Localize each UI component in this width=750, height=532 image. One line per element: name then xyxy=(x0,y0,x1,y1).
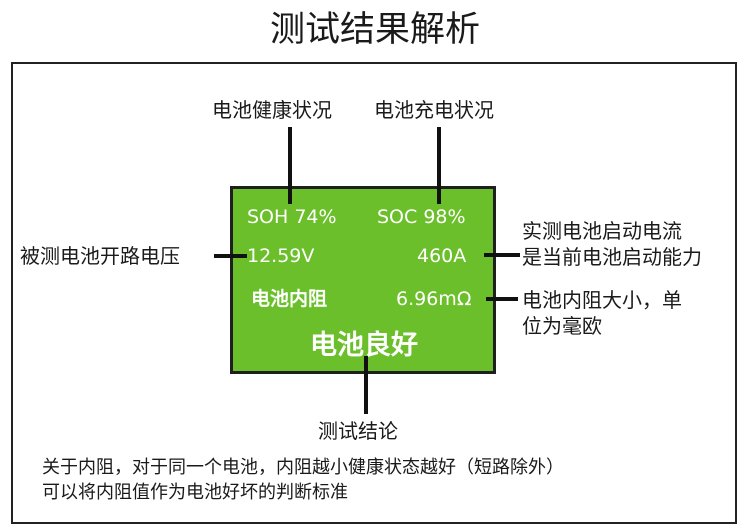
callout-line-conclusion xyxy=(364,356,368,414)
screen-verdict: 电池良好 xyxy=(310,330,418,361)
screen-resistance-value: 6.96mΩ xyxy=(396,288,472,310)
note-line2: 可以将内阻值作为电池好坏的判断标准 xyxy=(42,482,348,503)
screen-voltage: 12.59V xyxy=(247,245,315,267)
tester-screen xyxy=(230,186,496,374)
callout-open-circuit-voltage: 被测电池开路电压 xyxy=(20,244,180,268)
note-line1: 关于内阻，对于同一个电池，内阻越小健康状态越好（短路除外） xyxy=(42,457,564,478)
callout-resistance-line2: 位为毫欧 xyxy=(522,314,602,338)
callout-conclusion: 测试结论 xyxy=(318,419,398,443)
callout-line-charge xyxy=(437,127,441,204)
diagram-frame xyxy=(11,62,737,524)
screen-resistance-label: 电池内阻 xyxy=(251,288,328,310)
callout-line-voltage xyxy=(214,254,247,258)
page-title: 测试结果解析 xyxy=(269,10,480,50)
callout-line-resistance xyxy=(486,297,518,301)
callout-resistance-line1: 电池内阻大小，单 xyxy=(522,288,682,312)
screen-soc: SOC 98% xyxy=(377,206,466,228)
screen-soh: SOH 74% xyxy=(247,206,337,228)
callout-cca-line1: 实测电池启动电流 xyxy=(522,219,682,243)
callout-cca-line2: 是当前电池启动能力 xyxy=(522,245,702,269)
callout-charge: 电池充电状况 xyxy=(374,98,494,122)
callout-health: 电池健康状况 xyxy=(212,98,332,122)
callout-line-cca xyxy=(484,253,520,257)
screen-cca: 460A xyxy=(417,245,467,267)
callout-line-health xyxy=(288,127,292,204)
